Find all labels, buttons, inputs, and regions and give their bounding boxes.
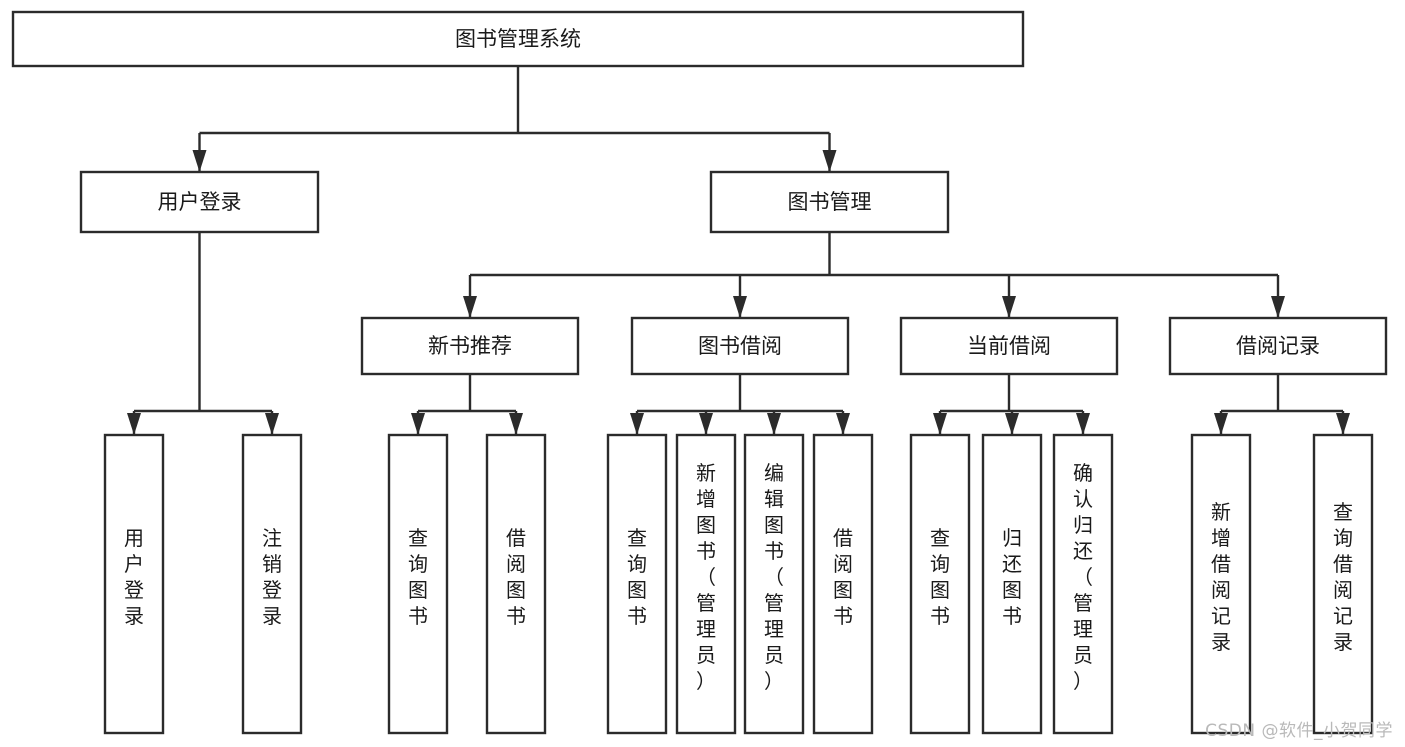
node-leaf-12-box[interactable] bbox=[1312, 433, 1374, 735]
node-leaf-9[interactable]: 归还图书 bbox=[981, 433, 1043, 735]
node-leaf-11-label: 新增借阅记录 bbox=[1211, 500, 1231, 654]
node-level3-2[interactable]: 当前借阅 bbox=[899, 316, 1119, 376]
node-leaf-10-label: 确认归还（管理员） bbox=[1073, 461, 1093, 693]
connector-layer bbox=[127, 66, 1350, 435]
node-level2-1[interactable]: 图书管理 bbox=[709, 170, 950, 234]
node-leaf-6[interactable]: 编辑图书（管理员） bbox=[743, 433, 805, 735]
node-leaf-9-box[interactable] bbox=[981, 433, 1043, 735]
node-leaf-10-box[interactable] bbox=[1052, 433, 1114, 735]
node-leaf-1-box[interactable] bbox=[241, 433, 303, 735]
node-leaf-1-label: 注销登录 bbox=[262, 526, 282, 628]
node-leaf-6-box[interactable] bbox=[743, 433, 805, 735]
node-level2-1-label: 图书管理 bbox=[788, 190, 872, 214]
node-leaf-8-label: 查询图书 bbox=[930, 526, 950, 628]
node-leaf-11-box[interactable] bbox=[1190, 433, 1252, 735]
node-level2-0[interactable]: 用户登录 bbox=[79, 170, 320, 234]
arrow-head-icon bbox=[265, 413, 279, 435]
node-leaf-0-box[interactable] bbox=[103, 433, 165, 735]
node-leaf-12[interactable]: 查询借阅记录 bbox=[1312, 433, 1374, 735]
node-level3-3[interactable]: 借阅记录 bbox=[1168, 316, 1388, 376]
node-root[interactable]: 图书管理系统 bbox=[11, 10, 1025, 68]
node-level3-1-box[interactable] bbox=[630, 316, 850, 376]
node-leaf-5[interactable]: 新增图书（管理员） bbox=[675, 433, 737, 735]
arrow-head-icon bbox=[630, 413, 644, 435]
arrow-head-icon bbox=[463, 296, 477, 318]
node-leaf-3-box[interactable] bbox=[485, 433, 547, 735]
node-leaf-7-box[interactable] bbox=[812, 433, 874, 735]
arrow-head-icon bbox=[733, 296, 747, 318]
node-root-label: 图书管理系统 bbox=[455, 27, 581, 51]
arrow-head-icon bbox=[933, 413, 947, 435]
node-level3-0[interactable]: 新书推荐 bbox=[360, 316, 580, 376]
arrow-head-icon bbox=[836, 413, 850, 435]
node-leaf-5-label: 新增图书（管理员） bbox=[696, 461, 716, 693]
node-leaf-0[interactable]: 用户登录 bbox=[103, 433, 165, 735]
arrow-head-icon bbox=[1271, 296, 1285, 318]
node-leaf-1[interactable]: 注销登录 bbox=[241, 433, 303, 735]
node-leaf-3[interactable]: 借阅图书 bbox=[485, 433, 547, 735]
node-level2-1-box[interactable] bbox=[709, 170, 950, 234]
node-level2-0-label: 用户登录 bbox=[158, 190, 242, 214]
arrow-head-icon bbox=[1076, 413, 1090, 435]
arrow-head-icon bbox=[1002, 296, 1016, 318]
node-level3-3-box[interactable] bbox=[1168, 316, 1388, 376]
node-level3-2-box[interactable] bbox=[899, 316, 1119, 376]
node-leaf-7[interactable]: 借阅图书 bbox=[812, 433, 874, 735]
node-level3-2-label: 当前借阅 bbox=[967, 334, 1051, 358]
arrow-head-icon bbox=[822, 150, 837, 172]
node-leaf-11[interactable]: 新增借阅记录 bbox=[1190, 433, 1252, 735]
arrow-head-icon bbox=[509, 413, 523, 435]
node-leaf-7-label: 借阅图书 bbox=[833, 526, 853, 628]
node-leaf-6-label: 编辑图书（管理员） bbox=[764, 461, 784, 693]
arrow-head-icon bbox=[192, 150, 207, 172]
arrow-head-icon bbox=[699, 413, 713, 435]
node-leaf-8-box[interactable] bbox=[909, 433, 971, 735]
arrow-head-icon bbox=[1214, 413, 1228, 435]
node-leaf-2[interactable]: 查询图书 bbox=[387, 433, 449, 735]
node-leaf-12-label: 查询借阅记录 bbox=[1333, 500, 1353, 654]
node-layer: 图书管理系统用户登录图书管理新书推荐图书借阅当前借阅借阅记录用户登录注销登录查询… bbox=[11, 10, 1388, 735]
node-leaf-2-label: 查询图书 bbox=[408, 526, 428, 628]
node-leaf-4-label: 查询图书 bbox=[627, 526, 647, 628]
node-level3-3-label: 借阅记录 bbox=[1236, 334, 1320, 358]
node-leaf-10[interactable]: 确认归还（管理员） bbox=[1052, 433, 1114, 735]
node-leaf-4[interactable]: 查询图书 bbox=[606, 433, 668, 735]
node-level3-1[interactable]: 图书借阅 bbox=[630, 316, 850, 376]
arrow-head-icon bbox=[767, 413, 781, 435]
node-level3-0-box[interactable] bbox=[360, 316, 580, 376]
node-leaf-3-label: 借阅图书 bbox=[506, 526, 526, 628]
arrow-head-icon bbox=[1005, 413, 1019, 435]
node-root-box[interactable] bbox=[11, 10, 1025, 68]
node-leaf-9-label: 归还图书 bbox=[1002, 526, 1022, 628]
node-leaf-8[interactable]: 查询图书 bbox=[909, 433, 971, 735]
arrow-head-icon bbox=[127, 413, 141, 435]
node-leaf-5-box[interactable] bbox=[675, 433, 737, 735]
node-leaf-4-box[interactable] bbox=[606, 433, 668, 735]
arrow-head-icon bbox=[411, 413, 425, 435]
node-level3-1-label: 图书借阅 bbox=[698, 334, 782, 358]
node-level2-0-box[interactable] bbox=[79, 170, 320, 234]
node-level3-0-label: 新书推荐 bbox=[428, 334, 512, 358]
node-leaf-0-label: 用户登录 bbox=[124, 526, 144, 628]
arrow-head-icon bbox=[1336, 413, 1350, 435]
node-leaf-2-box[interactable] bbox=[387, 433, 449, 735]
